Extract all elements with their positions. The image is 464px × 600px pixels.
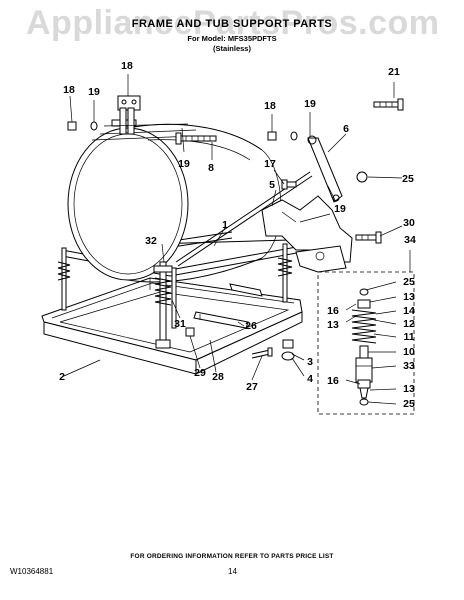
suspension-left-rear: [57, 247, 71, 311]
callout-19: 19: [178, 158, 190, 170]
callout-30: 30: [403, 217, 415, 229]
callout-18: 18: [63, 84, 75, 96]
callout-26: 26: [245, 320, 257, 332]
callout-13: 13: [403, 383, 415, 395]
suspension-front-left: [153, 261, 173, 349]
callout-6: 6: [343, 123, 349, 135]
callout-5: 5: [269, 179, 275, 191]
bolt-8: [175, 132, 217, 145]
page-number: 14: [228, 567, 237, 576]
model-line: For Model: MFS35PDFTS: [187, 34, 277, 43]
callout-27: 27: [246, 381, 258, 393]
bolt-21: [373, 98, 404, 111]
callout-32: 32: [145, 235, 157, 247]
document-number: W10364881: [10, 567, 54, 576]
callout-33: 33: [403, 360, 415, 372]
suspension-right-rear: [277, 243, 293, 303]
suspension-front-mid: [171, 267, 177, 329]
finish-line: (Stainless): [213, 44, 251, 53]
callout-8: 8: [208, 162, 214, 174]
callout-25: 25: [403, 398, 415, 410]
callout-31: 31: [174, 318, 186, 330]
page-title: FRAME AND TUB SUPPORT PARTS: [131, 18, 333, 30]
cross-brace-26: [193, 311, 249, 329]
ordering-note: FOR ORDERING INFORMATION REFER TO PARTS …: [130, 553, 334, 560]
callout-1: 1: [222, 219, 228, 231]
callout-25: 25: [402, 173, 414, 185]
leader-lines: [63, 74, 403, 405]
callout-19: 19: [88, 86, 100, 98]
callout-11: 11: [403, 331, 415, 343]
bolt-30: [355, 231, 382, 244]
watermark: AppliancePartsPros.com: [26, 4, 440, 42]
damper-strap: [307, 135, 343, 203]
bolt-27: [251, 347, 273, 359]
callout-25: 25: [403, 276, 415, 288]
callout-34: 34: [404, 234, 416, 246]
suspension-detail-box: [317, 250, 415, 415]
top-hanger-bracket: [103, 95, 189, 135]
callout-13: 13: [327, 319, 339, 331]
callout-17: 17: [264, 158, 276, 170]
callout-16: 16: [327, 375, 339, 387]
rear-bracket: [261, 195, 353, 273]
callout-28: 28: [212, 371, 224, 383]
hardware-nuts-washers: [67, 121, 368, 361]
callout-2: 2: [59, 371, 65, 383]
callout-18: 18: [121, 60, 133, 72]
callout-4: 4: [307, 373, 313, 385]
callout-29: 29: [194, 367, 206, 379]
callout-21: 21: [388, 66, 400, 78]
callout-3: 3: [307, 356, 313, 368]
callout-14: 14: [403, 305, 415, 317]
tub-drum: [67, 119, 282, 283]
callout-18: 18: [264, 100, 276, 112]
callout-10: 10: [403, 346, 415, 358]
callout-16: 16: [327, 305, 339, 317]
callout-19: 19: [334, 203, 346, 215]
callout-12: 12: [403, 318, 415, 330]
callout-13: 13: [403, 291, 415, 303]
callout-19: 19: [304, 98, 316, 110]
